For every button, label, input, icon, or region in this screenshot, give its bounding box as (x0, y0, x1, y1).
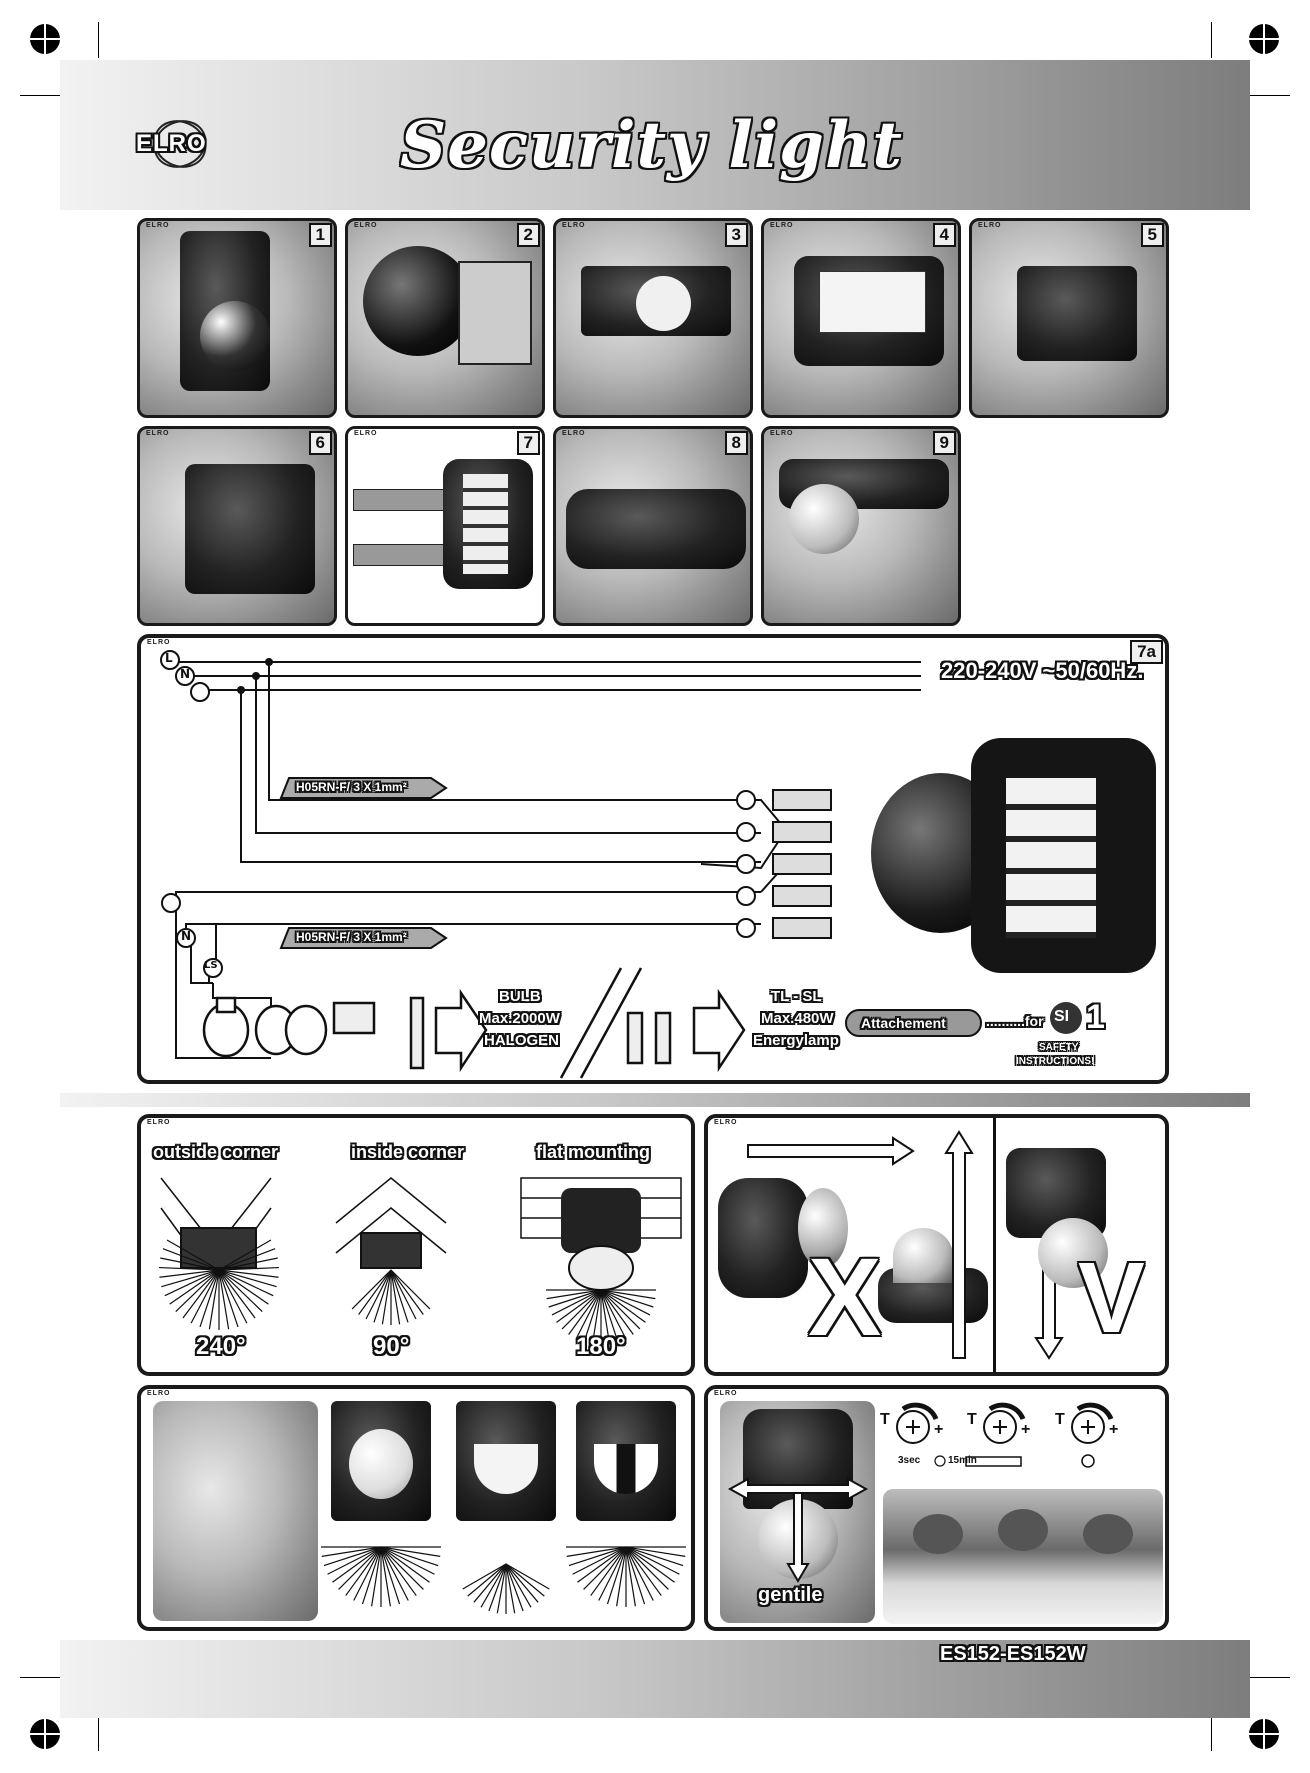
divider-band (60, 1093, 1250, 1107)
panel-tag: ELRO (354, 430, 378, 437)
bulb-label: BULB (499, 988, 541, 1005)
terminal-n-load: N (181, 929, 192, 943)
mounting-panel: ELRO outside corner inside corner flat m… (137, 1114, 695, 1376)
safety-line-1: SAFETY (1039, 1042, 1079, 1053)
brand-logo: ELRO (132, 118, 228, 170)
knob-time-max: 15min (948, 1455, 977, 1466)
si-number: 1 (1086, 998, 1105, 1036)
attachment-label: Attachement (861, 1015, 946, 1031)
inside-corner-label: inside corner (351, 1142, 465, 1162)
panel-tag: ELRO (147, 1119, 171, 1126)
wiring-diagram-panel: ELRO 7a (137, 634, 1169, 1084)
header-band (60, 60, 1250, 210)
step-photo-8: ELRO 8 (553, 426, 753, 626)
registration-mark-bottom-right (1243, 1713, 1285, 1755)
step-number: 2 (516, 223, 540, 247)
crop-mark (20, 95, 60, 96)
registration-mark-bottom-left (24, 1713, 66, 1755)
panel-tag: ELRO (714, 1119, 738, 1126)
panel-tag: ELRO (562, 222, 586, 229)
knob-time-plus: + (934, 1421, 944, 1438)
panel-tag: ELRO (147, 639, 171, 646)
crop-mark (1250, 1677, 1290, 1678)
cable-spec-bottom: H05RN-F/ 3 X 1mm² (296, 930, 407, 944)
diagram-number: 7a (1130, 640, 1163, 664)
terminal-l: L (165, 651, 173, 665)
tl-max: Max.480W (761, 1010, 834, 1027)
tl-label: TL - SL (771, 988, 822, 1005)
bulb-type: HALOGEN (484, 1032, 559, 1049)
brand-name: ELRO (136, 130, 207, 157)
housing-photo (871, 738, 1161, 978)
page-title: Security light (400, 108, 903, 183)
right-mark: V (1078, 1242, 1145, 1354)
light-wrong-orientation (718, 1178, 808, 1298)
step-photo-7: ELRO 7 (345, 426, 545, 626)
bulb-max: Max.2000W (479, 1010, 560, 1027)
step-number: 3 (724, 223, 748, 247)
registration-mark-top-left (24, 18, 66, 60)
outside-corner-angle: 240° (196, 1333, 246, 1360)
knob-time-min: 3sec (898, 1455, 921, 1466)
safety-line-2: INSTRUCTIONS! (1016, 1056, 1095, 1067)
panel-tag: ELRO (146, 222, 170, 229)
footer-band (60, 1640, 1250, 1718)
crop-mark (98, 22, 99, 58)
panel-tag: ELRO (146, 430, 170, 437)
step-photo-6: ELRO 6 (137, 426, 337, 626)
step-photo-4: ELRO 4 (761, 218, 961, 418)
panel-tag: ELRO (714, 1390, 738, 1397)
step-photo-5: ELRO 5 (969, 218, 1169, 418)
knob-lux-plus: + (1109, 1421, 1119, 1438)
step-number: 7 (516, 431, 540, 455)
step-number: 6 (308, 431, 332, 455)
step-photo-9: ELRO 9 (761, 426, 961, 626)
mounting-drawings (159, 1177, 682, 1345)
panel-tag: ELRO (770, 430, 794, 437)
panel-tag: ELRO (770, 222, 794, 229)
terminal-n: N (180, 667, 191, 681)
step-photo-1: ELRO 1 (137, 218, 337, 418)
tl-type: Energylamp (753, 1032, 839, 1049)
crop-mark (1211, 22, 1212, 58)
attachment-for: ..........for (986, 1013, 1044, 1029)
inside-corner-angle: 90° (373, 1333, 410, 1360)
registration-mark-top-right (1243, 18, 1285, 60)
crop-mark (1250, 95, 1290, 96)
wiring-lines (160, 650, 1082, 1079)
panel-tag: ELRO (147, 1390, 171, 1397)
outside-corner-label: outside corner (153, 1142, 279, 1162)
step-number: 9 (932, 431, 956, 455)
cutting-mask-photo (153, 1401, 318, 1621)
crop-mark (20, 1677, 60, 1678)
step-photo-3: ELRO 3 (553, 218, 753, 418)
knob-sens-t: T (967, 1411, 977, 1428)
gentile-label: gentile (758, 1584, 823, 1606)
terminal-ls: LS (204, 960, 218, 971)
knob-lux-t: T (1055, 1411, 1065, 1428)
wrong-mark: X (808, 1236, 882, 1359)
knob-closeup-photo (883, 1489, 1163, 1624)
step-photo-2: ELRO 2 (345, 218, 545, 418)
si-badge: SI (1054, 1008, 1070, 1025)
panel-tag: ELRO (354, 222, 378, 229)
adjustment-panel: ELRO T + 3sec 15min T + T + gentile (704, 1385, 1169, 1631)
crop-mark (1211, 1715, 1212, 1751)
model-number: ES152-ES152W (940, 1643, 1086, 1665)
step-number: 1 (308, 223, 332, 247)
panel-tag: ELRO (562, 430, 586, 437)
flat-mounting-label: flat mounting (536, 1142, 650, 1162)
crop-mark (98, 1715, 99, 1751)
knob-sens-plus: + (1021, 1421, 1031, 1438)
flat-mounting-angle: 180° (576, 1333, 626, 1360)
cable-spec-top: H05RN-F/ 3 X 1mm² (296, 780, 407, 794)
voltage-label: 220-240V ~50/60Hz. (941, 658, 1144, 683)
panel-tag: ELRO (978, 222, 1002, 229)
lens-mask-panel: ELRO (137, 1385, 695, 1631)
step-number: 5 (1140, 223, 1164, 247)
step-number: 4 (932, 223, 956, 247)
step-number: 8 (724, 431, 748, 455)
knob-time-t: T (880, 1411, 890, 1428)
orientation-panel: ELRO X V (704, 1114, 1169, 1376)
